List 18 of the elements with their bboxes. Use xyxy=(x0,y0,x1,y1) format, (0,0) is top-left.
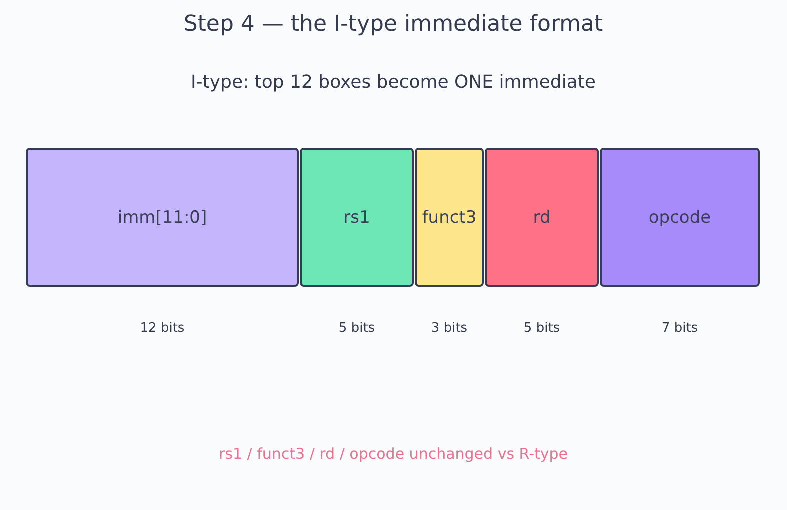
bit-width-label: 12 bits xyxy=(139,320,186,338)
bit-field-box xyxy=(600,148,760,287)
bit-width-label: 5 bits xyxy=(522,320,562,338)
bit-width-label: 7 bits xyxy=(660,320,700,338)
bit-width-label: 3 bits xyxy=(430,320,469,338)
bit-width-label: 5 bits xyxy=(338,320,376,338)
note-text: rs1 / funct3 / rd / opcode unchanged vs R-type xyxy=(218,444,570,464)
field-name: rd xyxy=(533,206,551,228)
bit-field-box xyxy=(300,148,414,287)
field-name: opcode xyxy=(648,206,712,228)
field-name: rs1 xyxy=(344,206,370,228)
subtitle: I-type: top 12 boxes become ONE immediate xyxy=(190,71,597,95)
field-name: imm[11:0] xyxy=(118,206,208,228)
bit-field-box xyxy=(415,148,484,287)
field-name: funct3 xyxy=(422,206,477,228)
bit-field-box xyxy=(485,148,599,287)
bit-field-box xyxy=(26,148,299,287)
diagram-title: Step 4 — the I-type immediate format xyxy=(182,11,604,39)
